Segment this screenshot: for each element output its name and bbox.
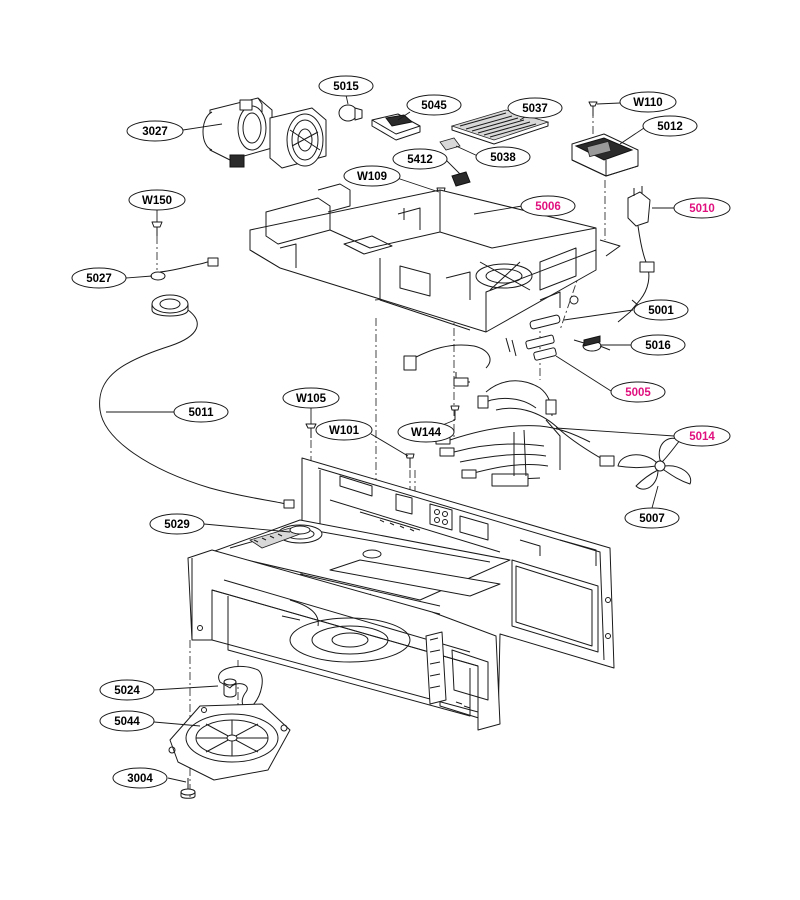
callout-5037: 5037 xyxy=(507,97,563,119)
callout-3004: 3004 xyxy=(112,767,168,789)
callout-5014: 5014 xyxy=(673,425,731,447)
callout-5007-label: 5007 xyxy=(639,513,665,525)
callout-5045-label: 5045 xyxy=(421,100,447,112)
part-clip-5412 xyxy=(451,171,471,187)
callout-5011: 5011 xyxy=(173,401,229,423)
callout-5006-label: 5006 xyxy=(535,201,561,213)
callout-W110: W110 xyxy=(619,91,677,113)
part-cable-5011 xyxy=(99,309,295,509)
callout-5029-label: 5029 xyxy=(164,519,190,531)
callout-5005-label: 5005 xyxy=(625,387,651,399)
part-screw-W150 xyxy=(151,221,163,236)
callout-5005: 5005 xyxy=(610,381,666,403)
callout-W109-label: W109 xyxy=(357,171,387,183)
callout-5011-label: 5011 xyxy=(189,407,215,419)
callout-W144-label: W144 xyxy=(411,427,442,439)
callouts: 3027 5015 5045 5037 W110 5012 5038 5412 … xyxy=(71,75,731,789)
part-lamp-holder-5045 xyxy=(371,113,421,141)
part-fuse-5005 xyxy=(525,334,557,361)
callout-3004-label: 3004 xyxy=(127,773,153,785)
callout-5012-label: 5012 xyxy=(657,121,683,133)
callout-5038: 5038 xyxy=(475,146,531,168)
leader-lines xyxy=(106,94,675,783)
callout-W109: W109 xyxy=(343,165,401,187)
callout-5044-label: 5044 xyxy=(114,716,140,728)
callout-5412-label: 5412 xyxy=(407,154,433,166)
part-base-plate-5006 xyxy=(249,183,621,333)
callout-W110-label: W110 xyxy=(633,97,662,109)
callout-5027-label: 5027 xyxy=(86,273,112,285)
callout-W101: W101 xyxy=(315,419,373,441)
callout-3027-label: 3027 xyxy=(142,126,168,138)
part-screw-W110 xyxy=(588,101,598,116)
part-5029 xyxy=(289,525,311,535)
callout-5012: 5012 xyxy=(642,115,698,137)
part-relay-box-5012 xyxy=(571,133,639,177)
callout-W105-label: W105 xyxy=(296,393,327,405)
callout-5015-label: 5015 xyxy=(333,81,359,93)
part-harness-5014 xyxy=(403,337,615,487)
callout-5016-label: 5016 xyxy=(645,340,671,352)
callout-W150: W150 xyxy=(128,189,186,211)
callout-5014-label: 5014 xyxy=(689,431,715,443)
callout-5024: 5024 xyxy=(99,679,155,701)
callout-5010: 5010 xyxy=(673,197,731,219)
part-fuse-5001 xyxy=(529,314,561,330)
callout-5044: 5044 xyxy=(99,710,155,732)
part-screw-W105 xyxy=(305,423,317,438)
part-sensor-5027 xyxy=(150,257,219,317)
callout-5001: 5001 xyxy=(633,299,689,321)
part-blower-motor-3027 xyxy=(202,97,327,169)
part-turntable-motor-5044 xyxy=(168,703,291,781)
callout-W105: W105 xyxy=(282,387,340,409)
part-power-cord-5010 xyxy=(617,186,655,323)
part-screw-3004 xyxy=(180,778,196,799)
part-coupler-5024 xyxy=(218,665,263,709)
part-chassis xyxy=(187,457,615,731)
part-screw-W101 xyxy=(405,453,415,468)
part-lamp-socket-5038 xyxy=(439,137,461,151)
callout-5037-label: 5037 xyxy=(522,103,548,115)
callout-5412: 5412 xyxy=(392,148,448,170)
callout-5015: 5015 xyxy=(318,75,374,97)
callout-W101-label: W101 xyxy=(329,425,360,437)
callout-5016: 5016 xyxy=(630,334,686,356)
callout-5007: 5007 xyxy=(624,507,680,529)
callout-5001-label: 5001 xyxy=(648,305,674,317)
part-screw-W144 xyxy=(450,405,460,420)
callout-5010-label: 5010 xyxy=(689,203,715,215)
part-fan-blade-5007 xyxy=(617,437,692,490)
callout-W144: W144 xyxy=(397,421,455,443)
part-thermostat-5016 xyxy=(573,335,611,352)
callout-5029: 5029 xyxy=(149,513,205,535)
callout-5038-label: 5038 xyxy=(490,152,516,164)
callout-5027: 5027 xyxy=(71,267,127,289)
callout-5006: 5006 xyxy=(520,195,576,217)
callout-W150-label: W150 xyxy=(142,195,172,207)
callout-5045: 5045 xyxy=(406,94,462,116)
callout-5024-label: 5024 xyxy=(114,685,140,697)
part-lamp-5015 xyxy=(338,104,363,122)
callout-3027: 3027 xyxy=(126,120,184,142)
